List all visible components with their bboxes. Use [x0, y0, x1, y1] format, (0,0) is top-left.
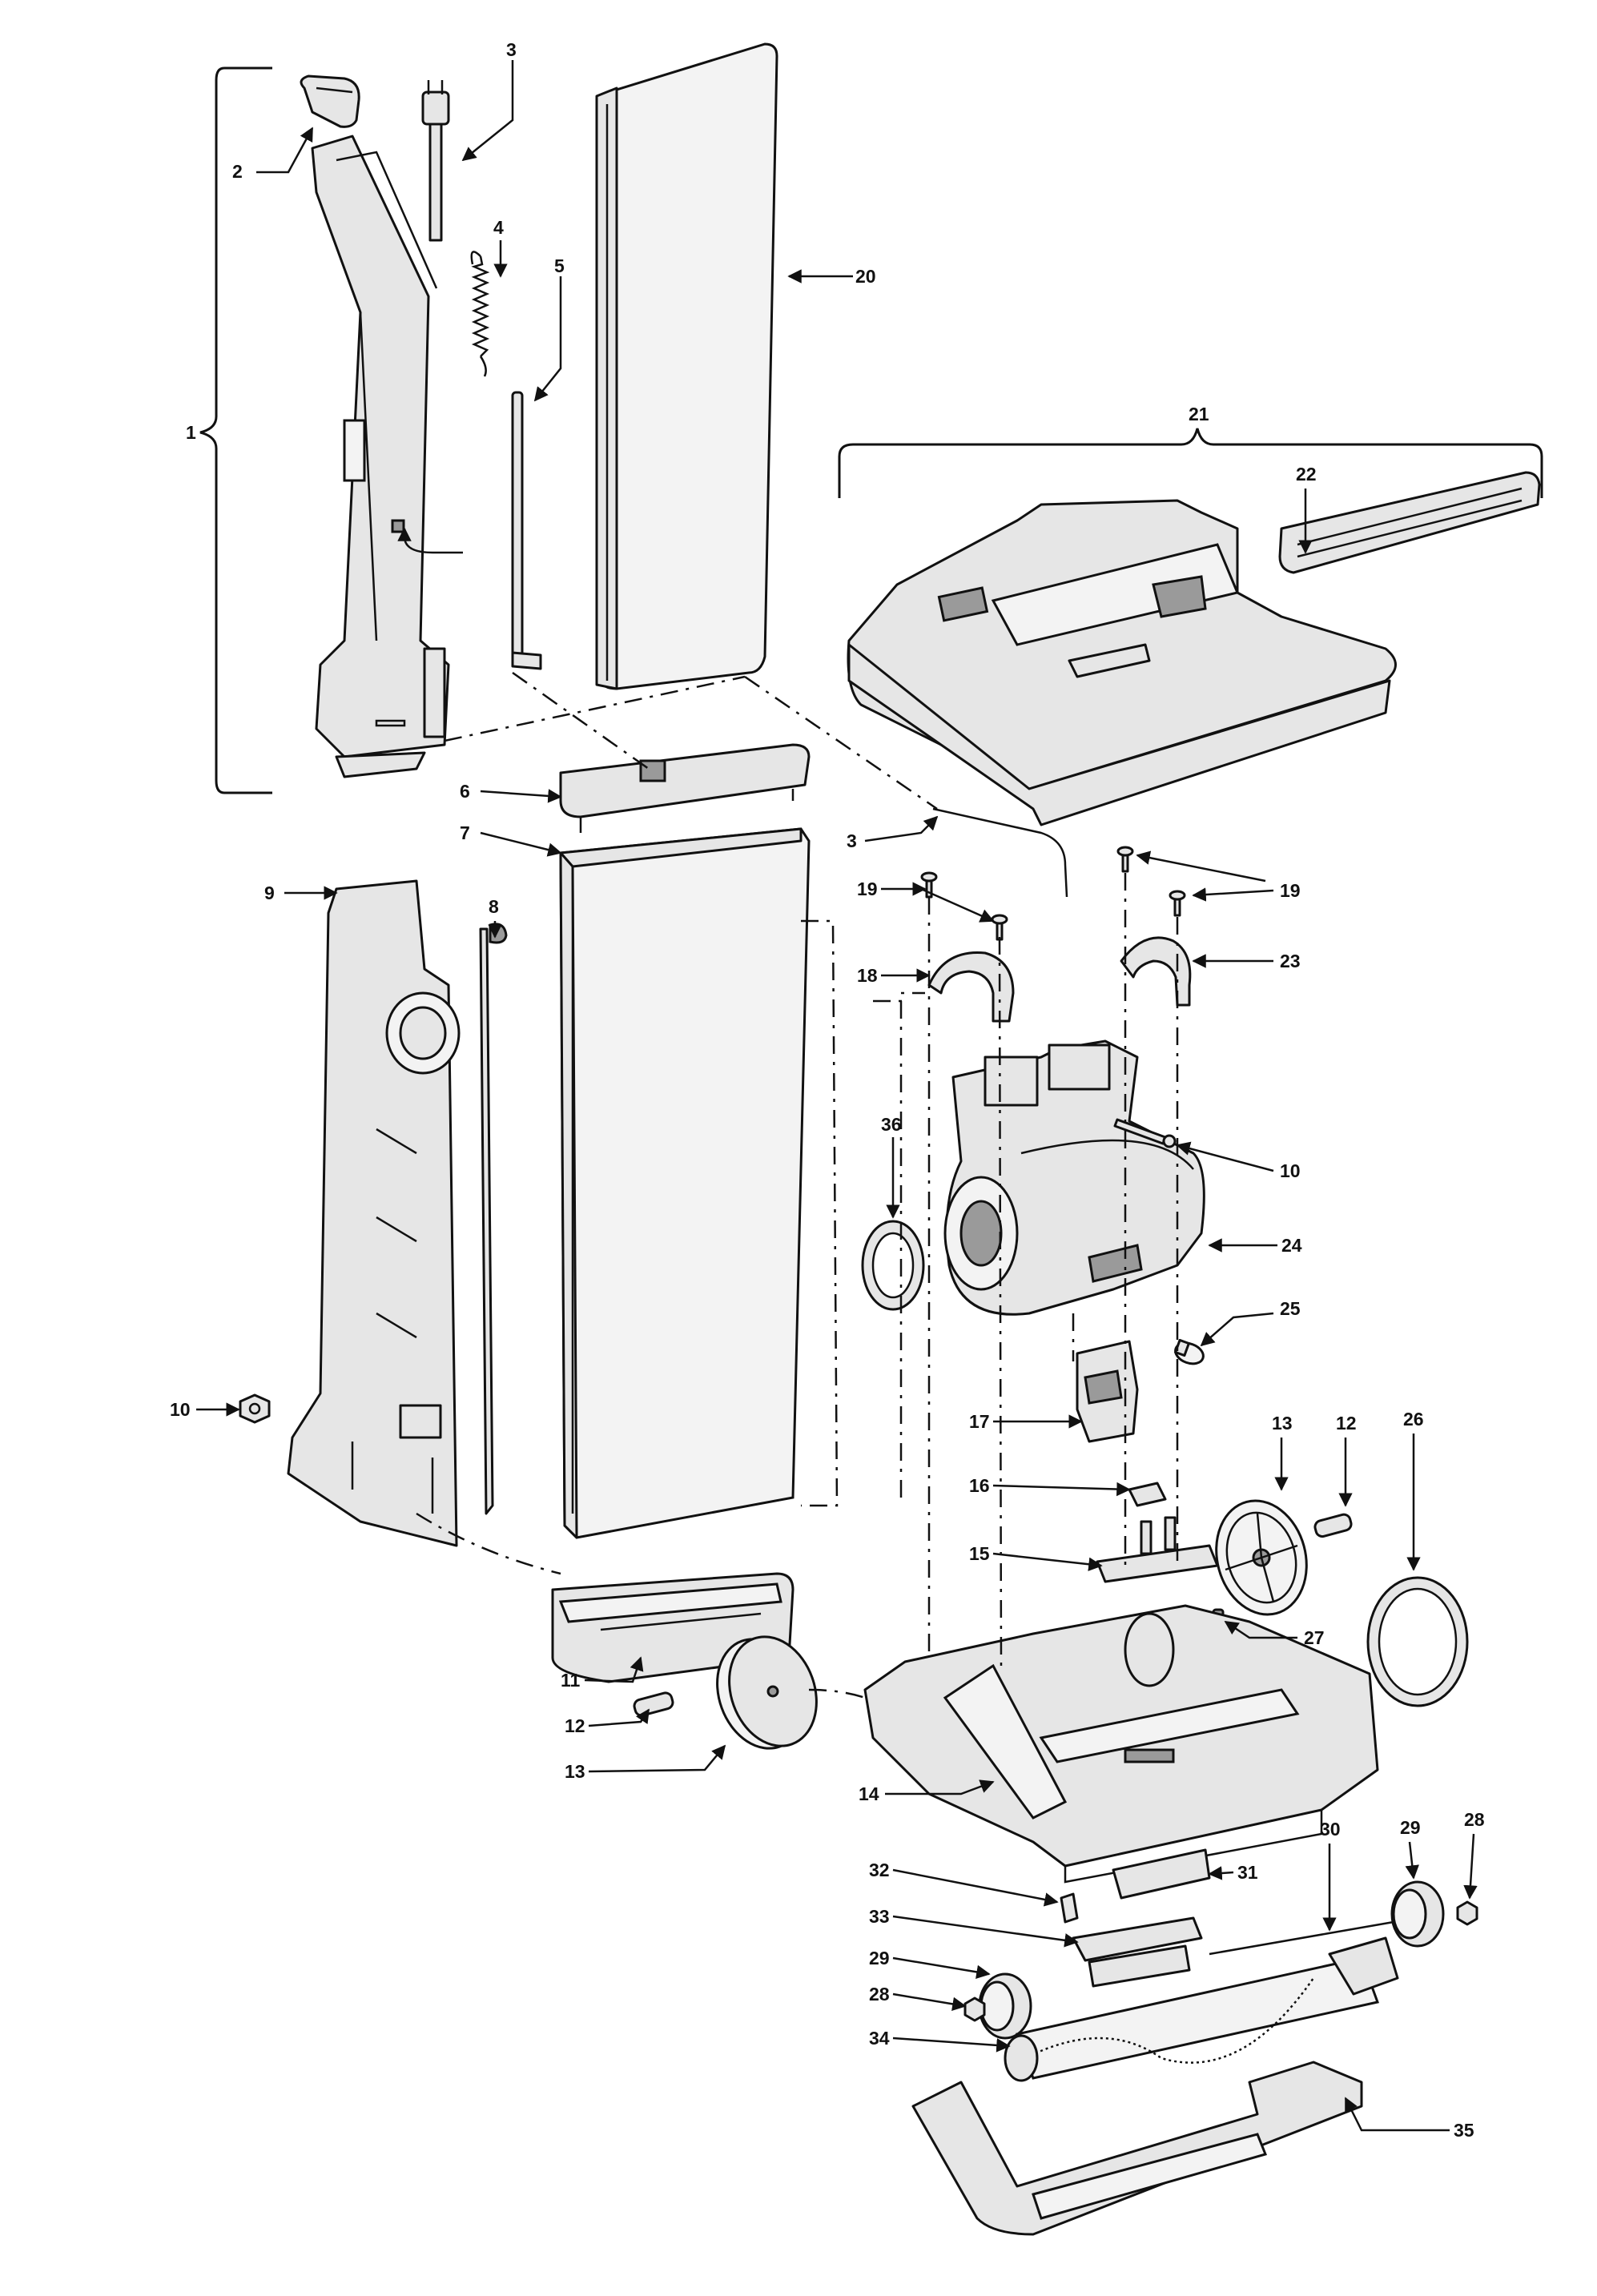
callout-numbers: 1 2 3 4 5 20 21 22 6 7 8 9 10 11 12 13 3… — [170, 39, 1485, 2141]
callout-33: 33 — [869, 1906, 890, 1927]
callout-3-upper: 3 — [506, 39, 517, 60]
callout-9: 9 — [264, 883, 275, 903]
callout-27: 27 — [1304, 1627, 1325, 1648]
bearing-left — [963, 1996, 986, 2022]
small-clip — [1060, 1892, 1079, 1924]
sole-plate — [911, 2061, 1363, 2236]
nut-left — [239, 1393, 271, 1424]
power-cord-lower — [932, 807, 1068, 898]
motor-clamp-right — [1120, 936, 1192, 1007]
handle-spring — [470, 251, 490, 377]
callout-30: 30 — [1320, 1819, 1341, 1840]
motor-assembly — [943, 1039, 1205, 1316]
gasket-ring — [861, 1220, 925, 1311]
screws — [920, 846, 1186, 941]
release-rod — [511, 391, 542, 670]
callout-19-right: 19 — [1280, 880, 1301, 901]
leader-lines — [196, 60, 1478, 2132]
base-housing — [863, 1604, 1379, 1884]
callout-12-right: 12 — [1336, 1413, 1357, 1433]
callout-20: 20 — [855, 266, 876, 287]
end-cap-left — [978, 1972, 1032, 2040]
axle-right — [1313, 1513, 1353, 1538]
callout-23: 23 — [1280, 951, 1301, 971]
callout-29-right: 29 — [1400, 1817, 1421, 1838]
callout-16: 16 — [969, 1475, 990, 1496]
callout-10-motor: 10 — [1280, 1160, 1301, 1181]
hood — [847, 499, 1397, 826]
outer-bag — [595, 42, 778, 690]
brush-shaft — [1209, 1920, 1394, 1956]
callout-28-right: 28 — [1464, 1809, 1485, 1830]
callout-14: 14 — [859, 1783, 879, 1804]
callout-13-left: 13 — [565, 1761, 585, 1782]
callout-32: 32 — [869, 1860, 890, 1880]
brush-roll — [1004, 1936, 1399, 2082]
callout-25: 25 — [1280, 1298, 1301, 1319]
bracket-21 — [838, 428, 1543, 498]
brush-cover-tab — [1112, 1848, 1211, 1900]
wheel-right — [1215, 1499, 1308, 1616]
callout-1: 1 — [186, 422, 196, 443]
callout-7: 7 — [460, 822, 470, 843]
callout-26: 26 — [1403, 1409, 1424, 1429]
bag-top — [559, 743, 811, 833]
callout-11: 11 — [561, 1670, 581, 1691]
callout-10-left: 10 — [170, 1399, 191, 1420]
handle-grip — [300, 74, 360, 128]
callout-34: 34 — [869, 2028, 890, 2049]
axle-left — [633, 1691, 674, 1717]
callout-24: 24 — [1281, 1235, 1302, 1256]
tire — [1366, 1576, 1469, 1707]
callout-29-left: 29 — [869, 1948, 890, 1968]
callout-28-left: 28 — [869, 1984, 890, 2004]
callout-4: 4 — [493, 217, 504, 238]
inner-bag — [559, 827, 811, 1539]
callout-15: 15 — [969, 1543, 990, 1564]
callout-22: 22 — [1296, 464, 1317, 485]
callout-8: 8 — [489, 896, 499, 917]
callout-21: 21 — [1189, 404, 1209, 424]
callout-6: 6 — [460, 781, 470, 802]
guide-plate — [1072, 1916, 1203, 1988]
bracket-1 — [199, 66, 272, 794]
motor-clamp-left — [927, 951, 1015, 1023]
callout-2: 2 — [232, 161, 243, 182]
end-cap-right — [1390, 1880, 1445, 1948]
callout-17: 17 — [969, 1411, 990, 1432]
power-cord-upper — [421, 80, 450, 242]
callout-31: 31 — [1237, 1862, 1258, 1883]
assembly-lines — [416, 671, 1179, 1699]
bearing-right — [1456, 1900, 1478, 1926]
small-block — [1128, 1482, 1167, 1507]
switch-bracket — [1076, 1340, 1139, 1443]
motor-bolt — [1113, 1118, 1177, 1148]
callout-12-left: 12 — [565, 1715, 585, 1736]
bag-rod — [479, 923, 508, 1515]
callout-36: 36 — [881, 1114, 902, 1135]
callout-5: 5 — [554, 255, 565, 276]
hood-trim — [1278, 471, 1541, 574]
back-panel — [287, 879, 461, 1547]
callout-35: 35 — [1454, 2120, 1474, 2141]
handle-assembly — [311, 135, 450, 778]
switch-plate — [1096, 1516, 1219, 1583]
callout-3-lower: 3 — [847, 830, 857, 851]
callout-13-right: 13 — [1272, 1413, 1293, 1433]
callout-18: 18 — [857, 965, 878, 986]
headlight-bulb — [1174, 1338, 1205, 1365]
callout-19-left: 19 — [857, 879, 878, 899]
wheel-left — [716, 1635, 818, 1750]
